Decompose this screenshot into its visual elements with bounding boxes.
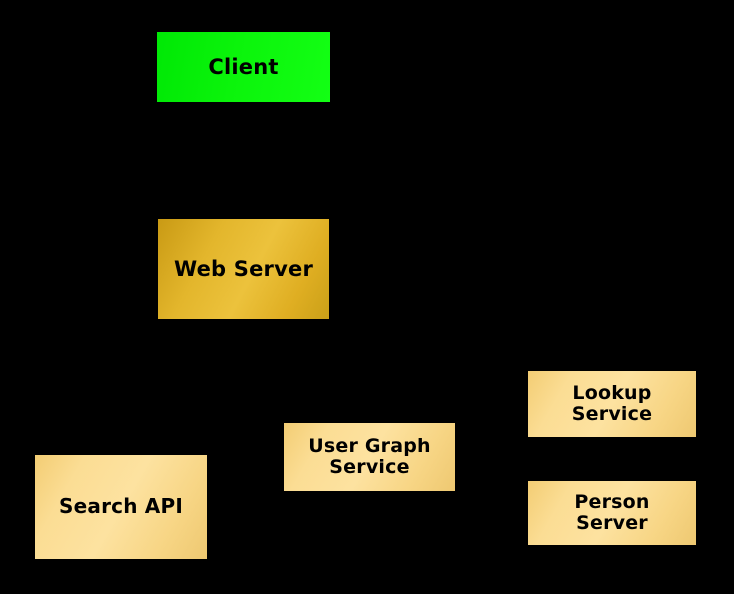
node-lookup-service[interactable]: Lookup Service [528, 371, 696, 437]
node-lookup-service-label: Lookup Service [571, 382, 653, 425]
node-web-server-label: Web Server [173, 256, 313, 281]
node-user-graph-service-label: User Graph Service [308, 435, 431, 478]
node-web-server[interactable]: Web Server [158, 219, 329, 319]
node-client[interactable]: Client [157, 32, 330, 102]
node-client-label: Client [208, 54, 279, 79]
node-search-api-label: Search API [59, 494, 183, 519]
node-person-server[interactable]: Person Server [528, 481, 696, 545]
node-person-server-label: Person Server [574, 491, 650, 534]
node-search-api[interactable]: Search API [35, 455, 207, 559]
node-user-graph-service[interactable]: User Graph Service [284, 423, 455, 491]
